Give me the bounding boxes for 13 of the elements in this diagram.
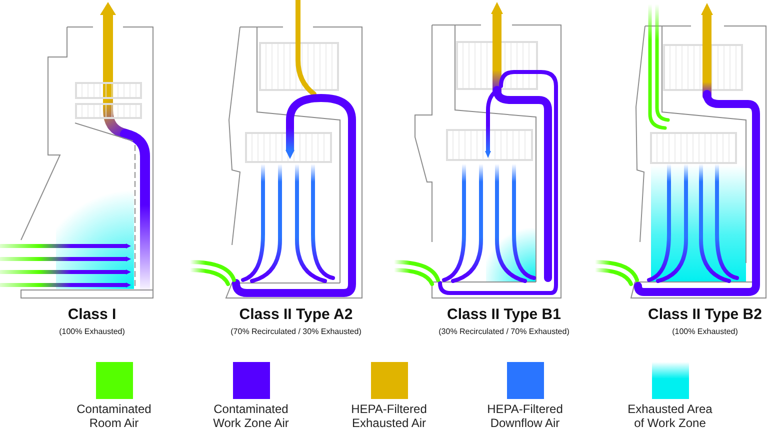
legend-label: Contaminated Room Air bbox=[76, 402, 152, 430]
airflow-ratio-caption: (100% Exhausted) bbox=[59, 327, 125, 337]
airflow-ratio-caption: (100% Exhausted) bbox=[672, 327, 738, 337]
cabinet-class-heading: Class II Type A2 bbox=[239, 306, 353, 324]
airflow-ratio-caption: (30% Recirculated / 70% Exhausted) bbox=[438, 327, 570, 337]
cabinet-class-heading: Class II Type B2 bbox=[648, 306, 762, 324]
legend-label: HEPA-Filtered Exhausted Air bbox=[350, 402, 428, 430]
cabinet-class-heading: Class I bbox=[68, 306, 116, 324]
legend-label: HEPA-Filtered Downflow Air bbox=[486, 402, 564, 430]
airflow-ratio-caption: (70% Recirculated / 30% Exhausted) bbox=[230, 327, 362, 337]
legend-label: Contaminated Work Zone Air bbox=[212, 402, 290, 430]
legend-label: Exhausted Area of Work Zone bbox=[626, 402, 714, 430]
cabinet-class-heading: Class II Type B1 bbox=[447, 306, 561, 324]
